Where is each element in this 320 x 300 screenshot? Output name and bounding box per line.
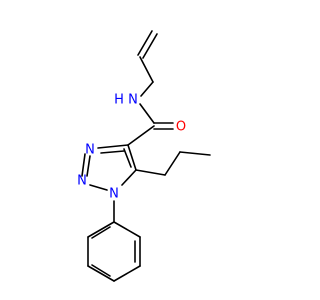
bond-vinyl-double-a: [137, 30, 153, 56]
bond-carbonyl-c4: [127, 125, 155, 146]
bond-c5-propyl-1: [135, 169, 166, 176]
bond-ph-3: [113, 265, 141, 282]
bond-c4-n3-inner: [100, 150, 125, 154]
bond-ph-6: [87, 221, 115, 238]
bond-propyl-3: [179, 151, 211, 156]
bond-propyl-2: [164, 151, 181, 176]
triazole-n3-label: N: [85, 143, 95, 158]
amide-hydrogen-label: H: [114, 93, 124, 108]
atom-labels: H N O N N N: [77, 93, 186, 202]
amide-nitrogen-label: N: [128, 93, 138, 108]
triazole-n2-label: N: [77, 174, 87, 189]
bond-nh-carbonyl: [139, 103, 155, 124]
bond-ph-inner-2: [91, 264, 111, 277]
triazole-n1-label: N: [109, 187, 119, 202]
bond-n3-n2-b: [86, 155, 91, 177]
bond-c4-n3: [97, 144, 129, 149]
bond-c5-c4-a: [127, 144, 137, 171]
bond-c5-c4-b: [123, 148, 132, 168]
bond-vinyl-double-b: [142, 33, 158, 59]
carbonyl-oxygen-label: O: [176, 120, 186, 135]
bonds: [81, 30, 211, 282]
bond-ph-1: [113, 221, 141, 238]
bond-n1-c5: [121, 169, 137, 186]
bond-allyl-ch2: [139, 56, 154, 83]
bond-ph-inner-3: [91, 226, 111, 239]
molecule-structure: H N O N N N: [77, 30, 211, 282]
bond-n3-n2-a: [81, 153, 86, 177]
bond-ph-4: [87, 265, 115, 282]
bond-n2-n1: [89, 184, 108, 191]
bond-ch2-nh: [140, 81, 154, 97]
